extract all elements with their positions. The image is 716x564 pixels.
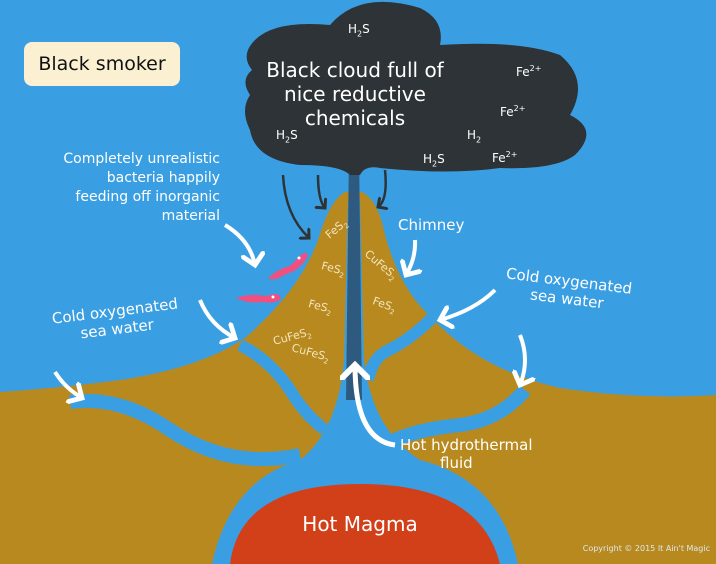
bacteria-label-line: material [161,207,220,224]
crack-right-outer [381,385,531,452]
cold-left-arrow-upper [198,299,235,338]
cloud-label-line1: Black cloud full of [266,58,444,82]
cloud-label-line2: nice reductive [284,82,426,106]
bacteria-arrow [223,223,255,265]
magma-label: Hot Magma [302,512,418,536]
hot-fluid-arrow [355,365,396,448]
cloud-label: Black cloud full of nice reductive chemi… [255,58,455,130]
plume-stream [346,150,362,400]
chemical-h2s: H2S [276,128,298,145]
cloud-arrow-1 [281,174,309,238]
chemical-h2: H2 [467,128,482,145]
chemical-h2s: H2S [348,22,370,39]
chemical-fe2: Fe2+ [492,150,518,165]
bacteria-label-line: feeding off inorganic [75,188,220,205]
cloud-arrow-2 [318,174,325,208]
vent-channel [212,200,518,564]
chemical-fe2: Fe2+ [500,104,526,119]
bacteria-label-line: Completely unrealistic [63,151,220,167]
bacteria-label-line: bacteria happily [106,169,220,186]
copyright: Copyright © 2015 It Ain't Magic [582,544,710,553]
crack-left-outer [69,393,302,467]
title-label: Black smoker [24,42,180,86]
cloud-arrow-3 [378,169,386,207]
label-line: fluid [440,454,473,472]
black-cloud [245,1,587,175]
bacterium-lower [236,294,281,303]
bacterium-upper [268,253,308,280]
crack-right-inner [362,313,437,382]
chemical-fe2: Fe2+ [516,64,542,79]
cold-left-arrow-lower [53,370,82,398]
chimney-arrow [406,239,415,275]
chemical-h2s: H2S [423,152,445,169]
chimney-label: Chimney [398,216,465,234]
bacteria-label: Completely unrealistic bacteria happily … [10,150,220,226]
cold-right-arrow-upper [440,288,497,320]
label-line: Hot hydrothermal [400,436,533,454]
crack-left-inner [237,339,329,435]
cloud-label-line3: chemicals [304,106,406,130]
cold-right-arrow-lower [520,334,525,385]
magma-chamber [228,476,500,564]
hot-fluid-label: Hot hydrothermal fluid [400,436,550,472]
